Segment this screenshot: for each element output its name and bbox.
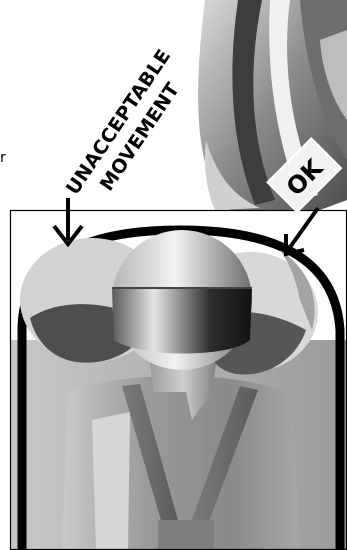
unacceptable-movement-label: UNACCEPTABLE MOVEMENT	[62, 45, 197, 213]
left-shoulder-shading	[92, 412, 130, 550]
left-edge-text-fragment: r	[0, 150, 6, 166]
belt-buckle-area	[158, 520, 214, 550]
driver-helmet	[112, 230, 252, 370]
helmet-visor	[112, 288, 252, 354]
scene	[10, 210, 347, 550]
